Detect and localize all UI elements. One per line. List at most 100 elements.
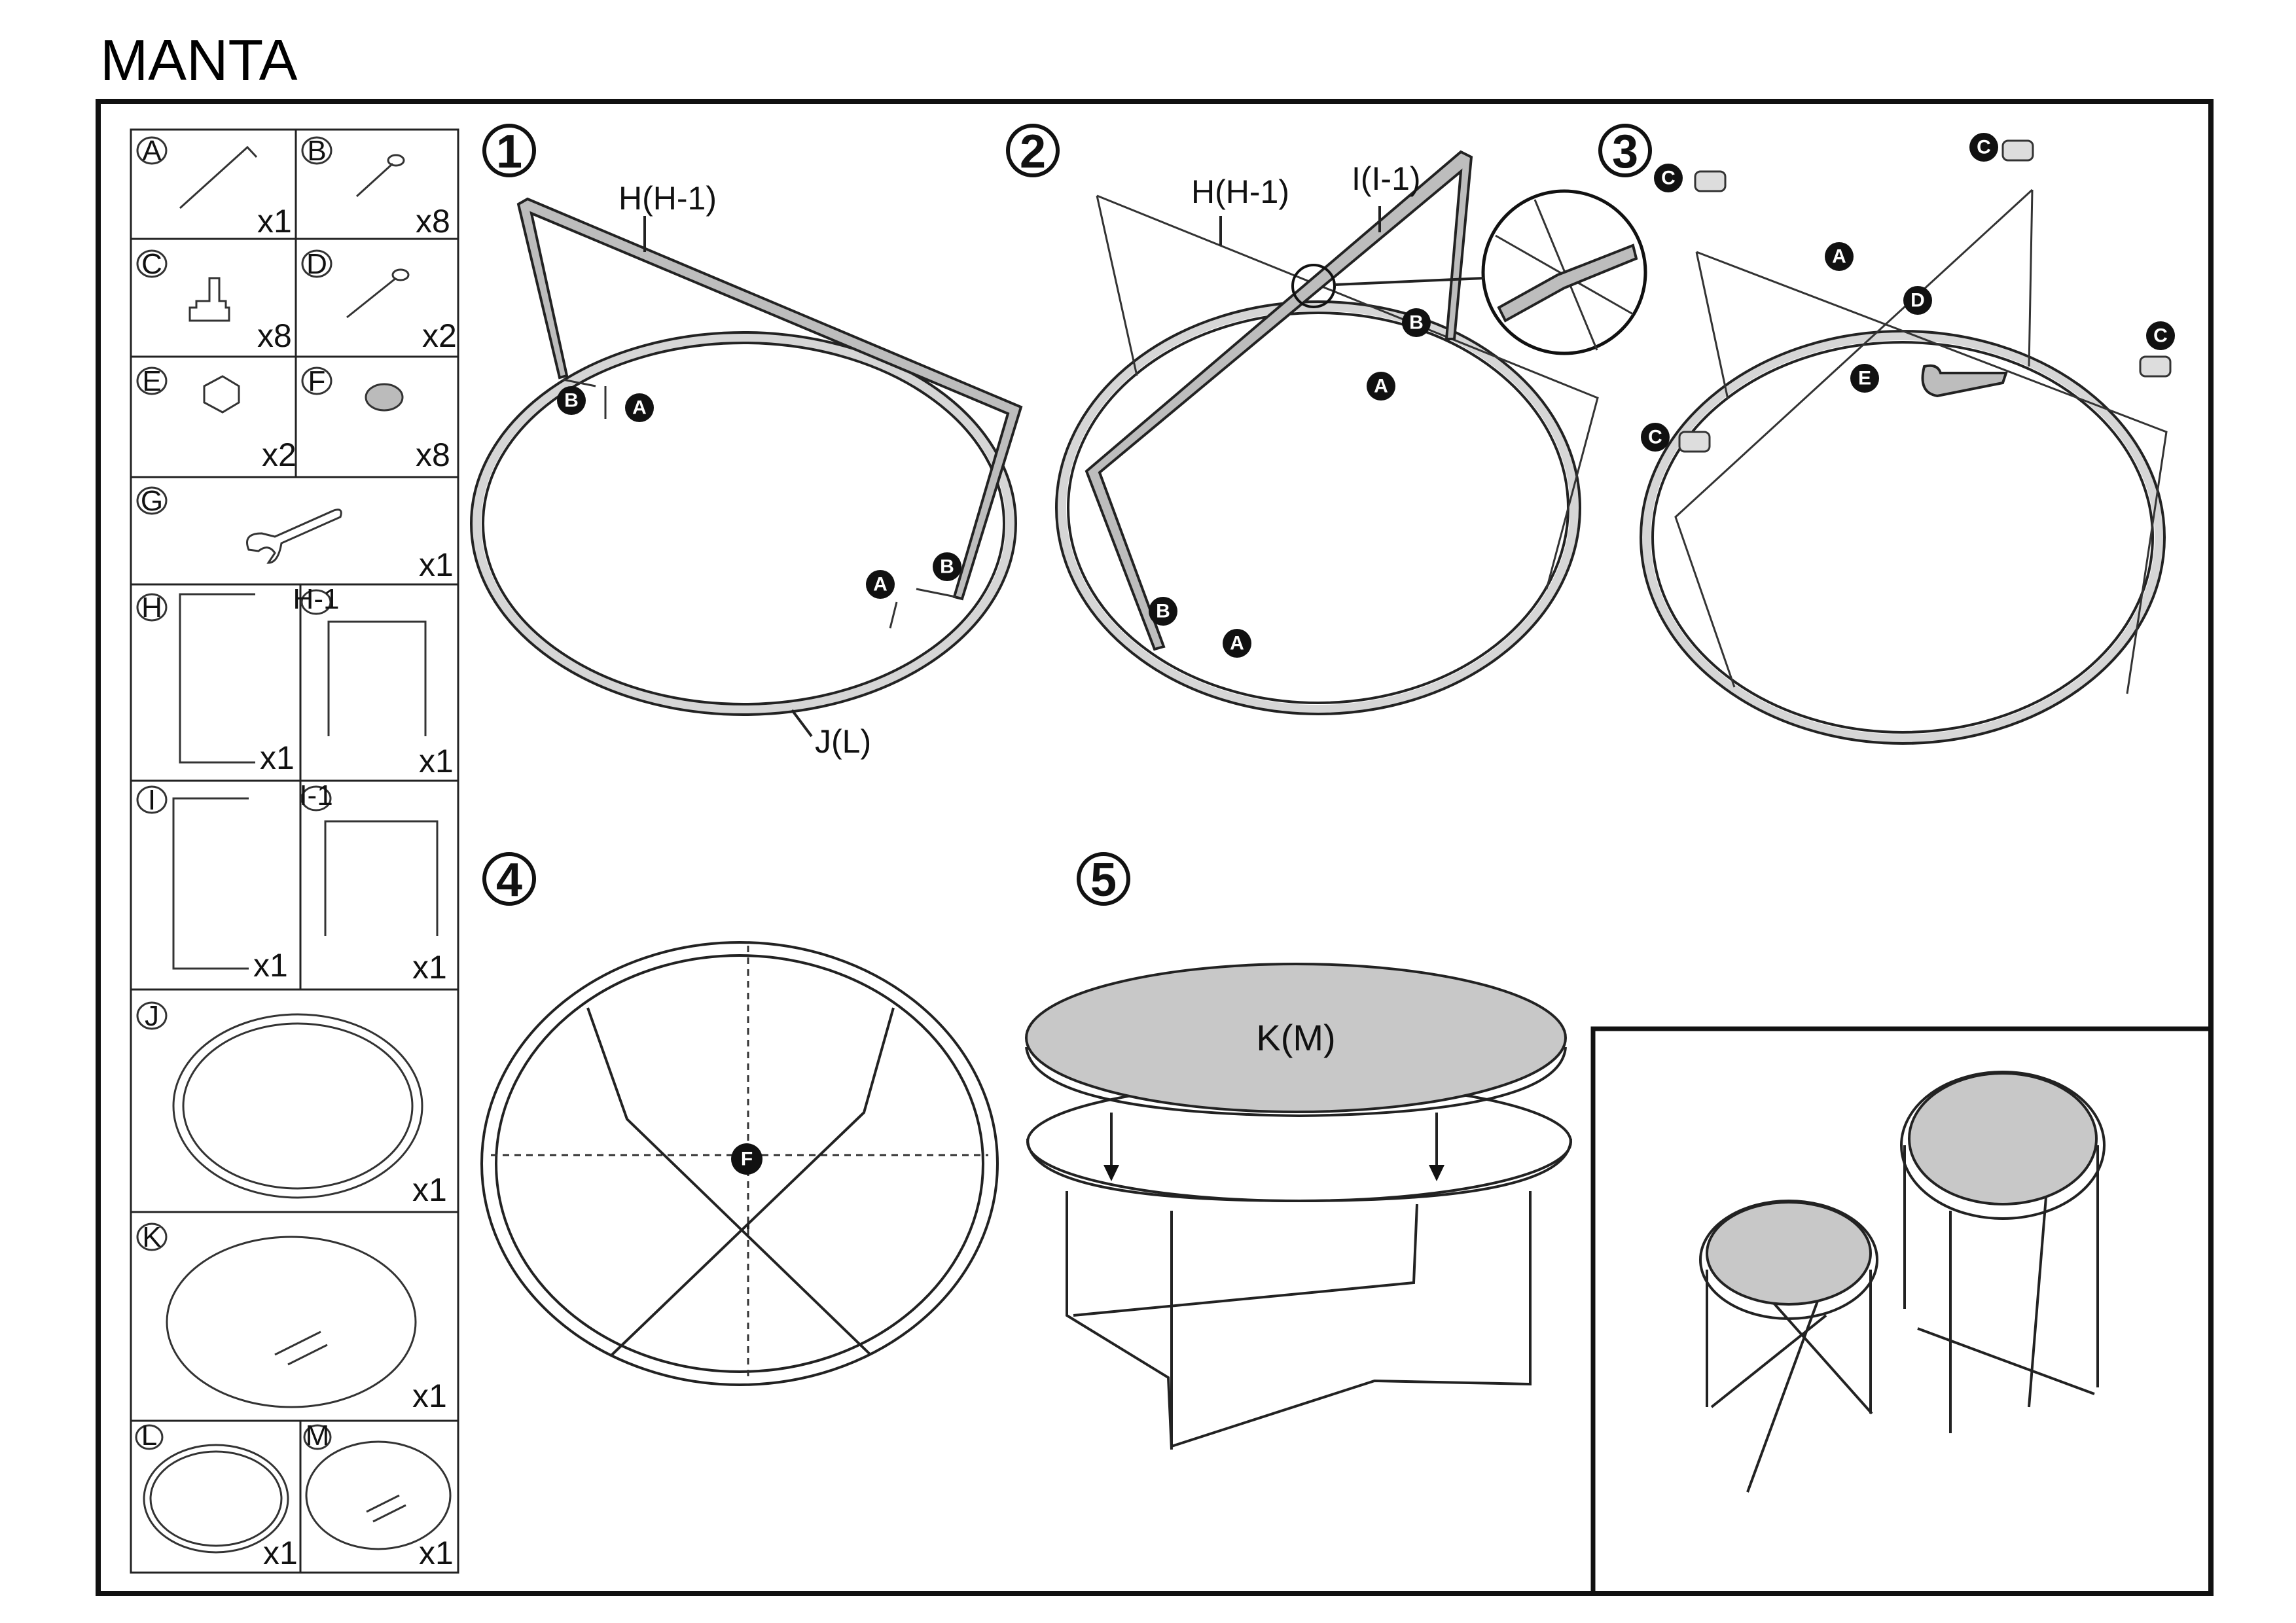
svg-text:1: 1 bbox=[496, 126, 522, 178]
part-b: B x8 bbox=[301, 135, 450, 240]
step-5: 5 K(M) bbox=[1025, 852, 1572, 1450]
marker-c: C bbox=[2146, 321, 2175, 350]
marker-c: C bbox=[1654, 164, 1683, 192]
wrench-icon bbox=[1921, 364, 2008, 398]
foot-glide-icon bbox=[188, 277, 230, 322]
svg-text:F: F bbox=[308, 365, 326, 397]
svg-text:K: K bbox=[142, 1221, 161, 1253]
marker-b: B bbox=[933, 552, 961, 581]
marker-a: A bbox=[1223, 629, 1251, 658]
marker-a: A bbox=[1825, 242, 1854, 271]
part-c: C x8 bbox=[136, 248, 292, 354]
svg-text:x1: x1 bbox=[419, 743, 454, 779]
svg-text:E: E bbox=[142, 365, 161, 397]
svg-text:A: A bbox=[873, 574, 888, 596]
svg-text:3: 3 bbox=[1612, 126, 1638, 178]
svg-text:A: A bbox=[142, 135, 162, 167]
finished-product-view bbox=[1590, 1026, 2209, 1595]
marker-a: A bbox=[1367, 372, 1395, 401]
svg-text:x1: x1 bbox=[412, 1378, 447, 1414]
glass-top-k bbox=[1025, 963, 1567, 1113]
product-title: MANTA bbox=[100, 27, 298, 92]
svg-text:H(H-1): H(H-1) bbox=[1191, 173, 1289, 210]
svg-text:G: G bbox=[141, 485, 163, 517]
allen-key-icon bbox=[179, 145, 258, 209]
part-m: M x1 bbox=[303, 1419, 454, 1571]
frame-h1-icon bbox=[327, 620, 427, 736]
svg-text:K(M): K(M) bbox=[1256, 1017, 1335, 1058]
nut-icon bbox=[203, 375, 240, 414]
svg-text:A: A bbox=[1832, 246, 1846, 268]
frame-i1-icon bbox=[324, 820, 439, 936]
svg-text:x1: x1 bbox=[257, 203, 292, 240]
bolt-icon bbox=[355, 162, 394, 198]
parts-list: A x1 B x8 C x8 D x2 E x2 F x8 bbox=[130, 128, 459, 1574]
outer-frame bbox=[96, 99, 2214, 1596]
part-g: G x1 bbox=[136, 485, 454, 583]
svg-text:H(H-1): H(H-1) bbox=[619, 180, 717, 217]
part-h1: H-1 x1 bbox=[293, 583, 454, 779]
svg-text:x1: x1 bbox=[419, 1535, 454, 1571]
svg-text:x2: x2 bbox=[262, 437, 296, 473]
svg-text:E: E bbox=[1858, 368, 1871, 389]
cover-cap-icon bbox=[365, 383, 404, 412]
svg-text:x8: x8 bbox=[416, 437, 450, 473]
svg-text:x1: x1 bbox=[412, 1171, 447, 1208]
svg-text:D: D bbox=[306, 248, 327, 280]
svg-text:C: C bbox=[141, 248, 162, 280]
svg-text:A: A bbox=[1374, 376, 1388, 397]
marker-b: B bbox=[557, 386, 586, 415]
svg-text:x1: x1 bbox=[263, 1535, 298, 1571]
svg-text:I(I-1): I(I-1) bbox=[1352, 160, 1421, 197]
step-1: 1 H(H-1) J(L) B A A B bbox=[470, 124, 1023, 760]
glass-top-m-icon bbox=[305, 1440, 452, 1550]
svg-text:B: B bbox=[564, 390, 579, 412]
svg-text:x1: x1 bbox=[419, 546, 454, 583]
ring-j-icon bbox=[172, 1013, 423, 1199]
frame-h bbox=[516, 197, 1023, 601]
svg-text:x8: x8 bbox=[416, 203, 450, 240]
svg-text:C: C bbox=[1648, 427, 1662, 448]
svg-text:x2: x2 bbox=[422, 317, 457, 354]
long-bolt-icon bbox=[346, 277, 397, 319]
frame-i-icon bbox=[172, 797, 249, 970]
step-4: 4 F bbox=[480, 852, 999, 1386]
part-f: F x8 bbox=[301, 365, 450, 473]
frame-h-icon bbox=[179, 593, 255, 764]
part-d: D x2 bbox=[301, 248, 457, 354]
svg-text:A: A bbox=[632, 397, 647, 419]
svg-text:C: C bbox=[1661, 168, 1676, 189]
svg-text:B: B bbox=[1156, 601, 1170, 622]
svg-text:J: J bbox=[145, 1000, 159, 1032]
step-2: 2 H(H-1) I(I-1) B A B A bbox=[1006, 124, 1647, 715]
part-j: J x1 bbox=[136, 1000, 447, 1208]
part-i: I x1 bbox=[136, 784, 288, 984]
marker-f: F bbox=[731, 1143, 762, 1175]
wrench-icon bbox=[246, 508, 342, 564]
svg-text:2: 2 bbox=[1020, 126, 1046, 178]
part-k: K x1 bbox=[136, 1221, 447, 1414]
svg-text:B: B bbox=[940, 556, 954, 578]
svg-text:x1: x1 bbox=[260, 740, 295, 776]
marker-c: C bbox=[1969, 133, 1998, 162]
marker-c: C bbox=[1641, 423, 1670, 452]
marker-b: B bbox=[1402, 308, 1431, 337]
svg-text:A: A bbox=[1230, 633, 1244, 654]
svg-text:D: D bbox=[1910, 290, 1925, 312]
svg-text:J(L): J(L) bbox=[815, 723, 871, 760]
svg-text:F: F bbox=[741, 1149, 753, 1170]
marker-e: E bbox=[1850, 364, 1879, 393]
svg-text:M: M bbox=[306, 1419, 330, 1452]
marker-b: B bbox=[1149, 597, 1177, 626]
part-e: E x2 bbox=[136, 365, 296, 473]
svg-text:I-1: I-1 bbox=[299, 779, 332, 812]
svg-text:x8: x8 bbox=[257, 317, 292, 354]
foot-glide bbox=[1678, 139, 2172, 453]
marker-a: A bbox=[625, 393, 654, 422]
svg-text:I: I bbox=[148, 784, 156, 816]
svg-text:C: C bbox=[1977, 137, 1991, 158]
svg-text:B: B bbox=[307, 135, 326, 167]
ring-l-icon bbox=[143, 1444, 289, 1554]
svg-text:H: H bbox=[141, 592, 162, 624]
